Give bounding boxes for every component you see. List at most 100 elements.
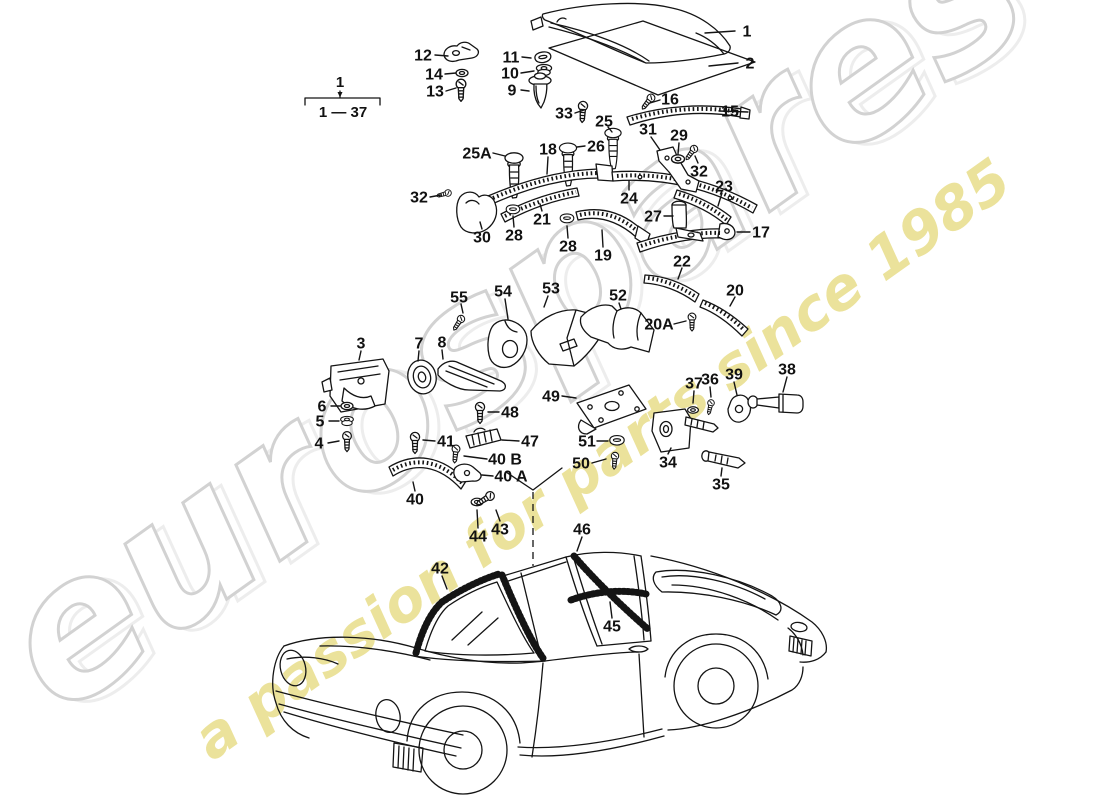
bracket-arrow — [337, 92, 343, 98]
callout-line-45 — [609, 601, 613, 619]
callout-33: 33 — [555, 106, 573, 123]
callout-48: 48 — [501, 405, 519, 422]
highlighted-seals — [412, 552, 653, 662]
callout-line-22 — [677, 267, 683, 280]
callout-36: 36 — [701, 372, 719, 389]
callout-line-50 — [591, 458, 607, 464]
callout-line-37 — [692, 390, 695, 404]
callout-line-36 — [709, 386, 712, 398]
quarter-window-seal-45 — [567, 587, 650, 604]
callout-30: 30 — [473, 230, 491, 247]
callout-line-23 — [717, 192, 723, 207]
callout-line-21 — [539, 203, 543, 212]
callout-29: 29 — [670, 128, 688, 145]
callout-40: 40 — [406, 492, 424, 509]
car-illustration — [272, 551, 828, 795]
callout-20: 20 — [726, 283, 744, 300]
hinge-parts-34-39-50-51 — [609, 393, 804, 470]
callout-line-8 — [441, 349, 444, 360]
callout-line-19 — [601, 229, 604, 248]
callout-41: 41 — [437, 434, 455, 451]
callout-23: 23 — [715, 179, 733, 196]
callout-line-34 — [667, 447, 672, 455]
callout-line-28 — [566, 225, 569, 239]
fastener-cluster-top — [435, 41, 658, 200]
trim-panels-52-55 — [450, 304, 655, 369]
callout-13: 13 — [426, 84, 444, 101]
callout-20A: 20A — [644, 317, 674, 334]
callout-line-53 — [543, 295, 549, 308]
callout-46: 46 — [573, 522, 591, 539]
callout-line-28 — [512, 215, 515, 228]
callout-11: 11 — [503, 50, 520, 67]
callout-line-35 — [720, 467, 723, 477]
callout-line-40B — [463, 455, 488, 460]
callout-2: 2 — [746, 56, 755, 73]
callout-39: 39 — [725, 367, 743, 384]
callout-line-32 — [694, 155, 699, 164]
callout-line-31 — [650, 136, 661, 151]
callout-1: 1 — [743, 24, 752, 41]
callout-line-32 — [429, 194, 442, 198]
callout-45: 45 — [603, 619, 621, 636]
callout-line-43 — [495, 509, 501, 522]
callout-line-52 — [618, 302, 622, 310]
callout-line-29 — [677, 142, 680, 155]
callout-line-54 — [504, 298, 509, 320]
callout-line-44 — [476, 509, 479, 529]
watermark: eurospares eurospares a passion for part… — [0, 0, 1077, 773]
callout-line-30 — [479, 221, 483, 230]
callout-line-40A — [481, 474, 494, 477]
callout-26: 26 — [587, 139, 605, 156]
callout-line-13 — [445, 87, 457, 92]
callout-line-25A — [492, 152, 506, 157]
callout-12: 12 — [414, 48, 432, 65]
ref-top-label: 1 — [336, 74, 344, 91]
headliner-part-2 — [548, 20, 756, 96]
fog-light — [375, 698, 401, 734]
callout-49: 49 — [542, 389, 560, 406]
callout-line-41 — [422, 439, 436, 442]
callout-line-46 — [576, 536, 583, 552]
callout-38: 38 — [778, 362, 796, 379]
callout-line-20 — [729, 296, 736, 307]
callout-line-33 — [574, 109, 585, 114]
callout-line-3 — [358, 350, 362, 361]
callout-line-15 — [718, 110, 749, 113]
reference-bracket: 1 1 — 37 — [304, 74, 381, 121]
callout-35: 35 — [712, 477, 730, 494]
roof-panel-part-1 — [530, 2, 731, 64]
callout-47: 47 — [521, 434, 539, 451]
callout-44: 44 — [469, 529, 487, 546]
callout-line-25 — [607, 126, 613, 133]
callout-5: 5 — [316, 414, 325, 431]
callout-52: 52 — [609, 288, 627, 305]
callout-6: 6 — [318, 399, 327, 416]
callout-line-9 — [520, 89, 530, 92]
callout-17: 17 — [752, 225, 770, 242]
callout-28: 28 — [505, 228, 523, 245]
callout-line-16 — [649, 99, 661, 104]
bracket-plate-47-49 — [465, 384, 647, 449]
callout-9: 9 — [508, 83, 517, 100]
callout-27: 27 — [644, 209, 662, 226]
door-handle — [628, 645, 649, 653]
windshield-seal-42 — [412, 570, 503, 657]
callout-line-2 — [708, 62, 739, 67]
callout-line-1 — [704, 30, 736, 34]
callout-line-18 — [546, 156, 549, 175]
callout-10: 10 — [501, 66, 519, 83]
front-wheel — [418, 705, 508, 795]
callout-14: 14 — [425, 67, 443, 84]
callout-line-40 — [412, 481, 416, 492]
callout-50: 50 — [572, 456, 590, 473]
callout-line-14 — [444, 72, 457, 75]
callout-25A: 25A — [462, 146, 492, 163]
callout-3: 3 — [357, 336, 366, 353]
callout-40A: 40 A — [494, 469, 528, 486]
callout-25: 25 — [595, 114, 613, 131]
callout-40B: 40 B — [488, 452, 522, 469]
callout-line-47 — [501, 439, 520, 442]
